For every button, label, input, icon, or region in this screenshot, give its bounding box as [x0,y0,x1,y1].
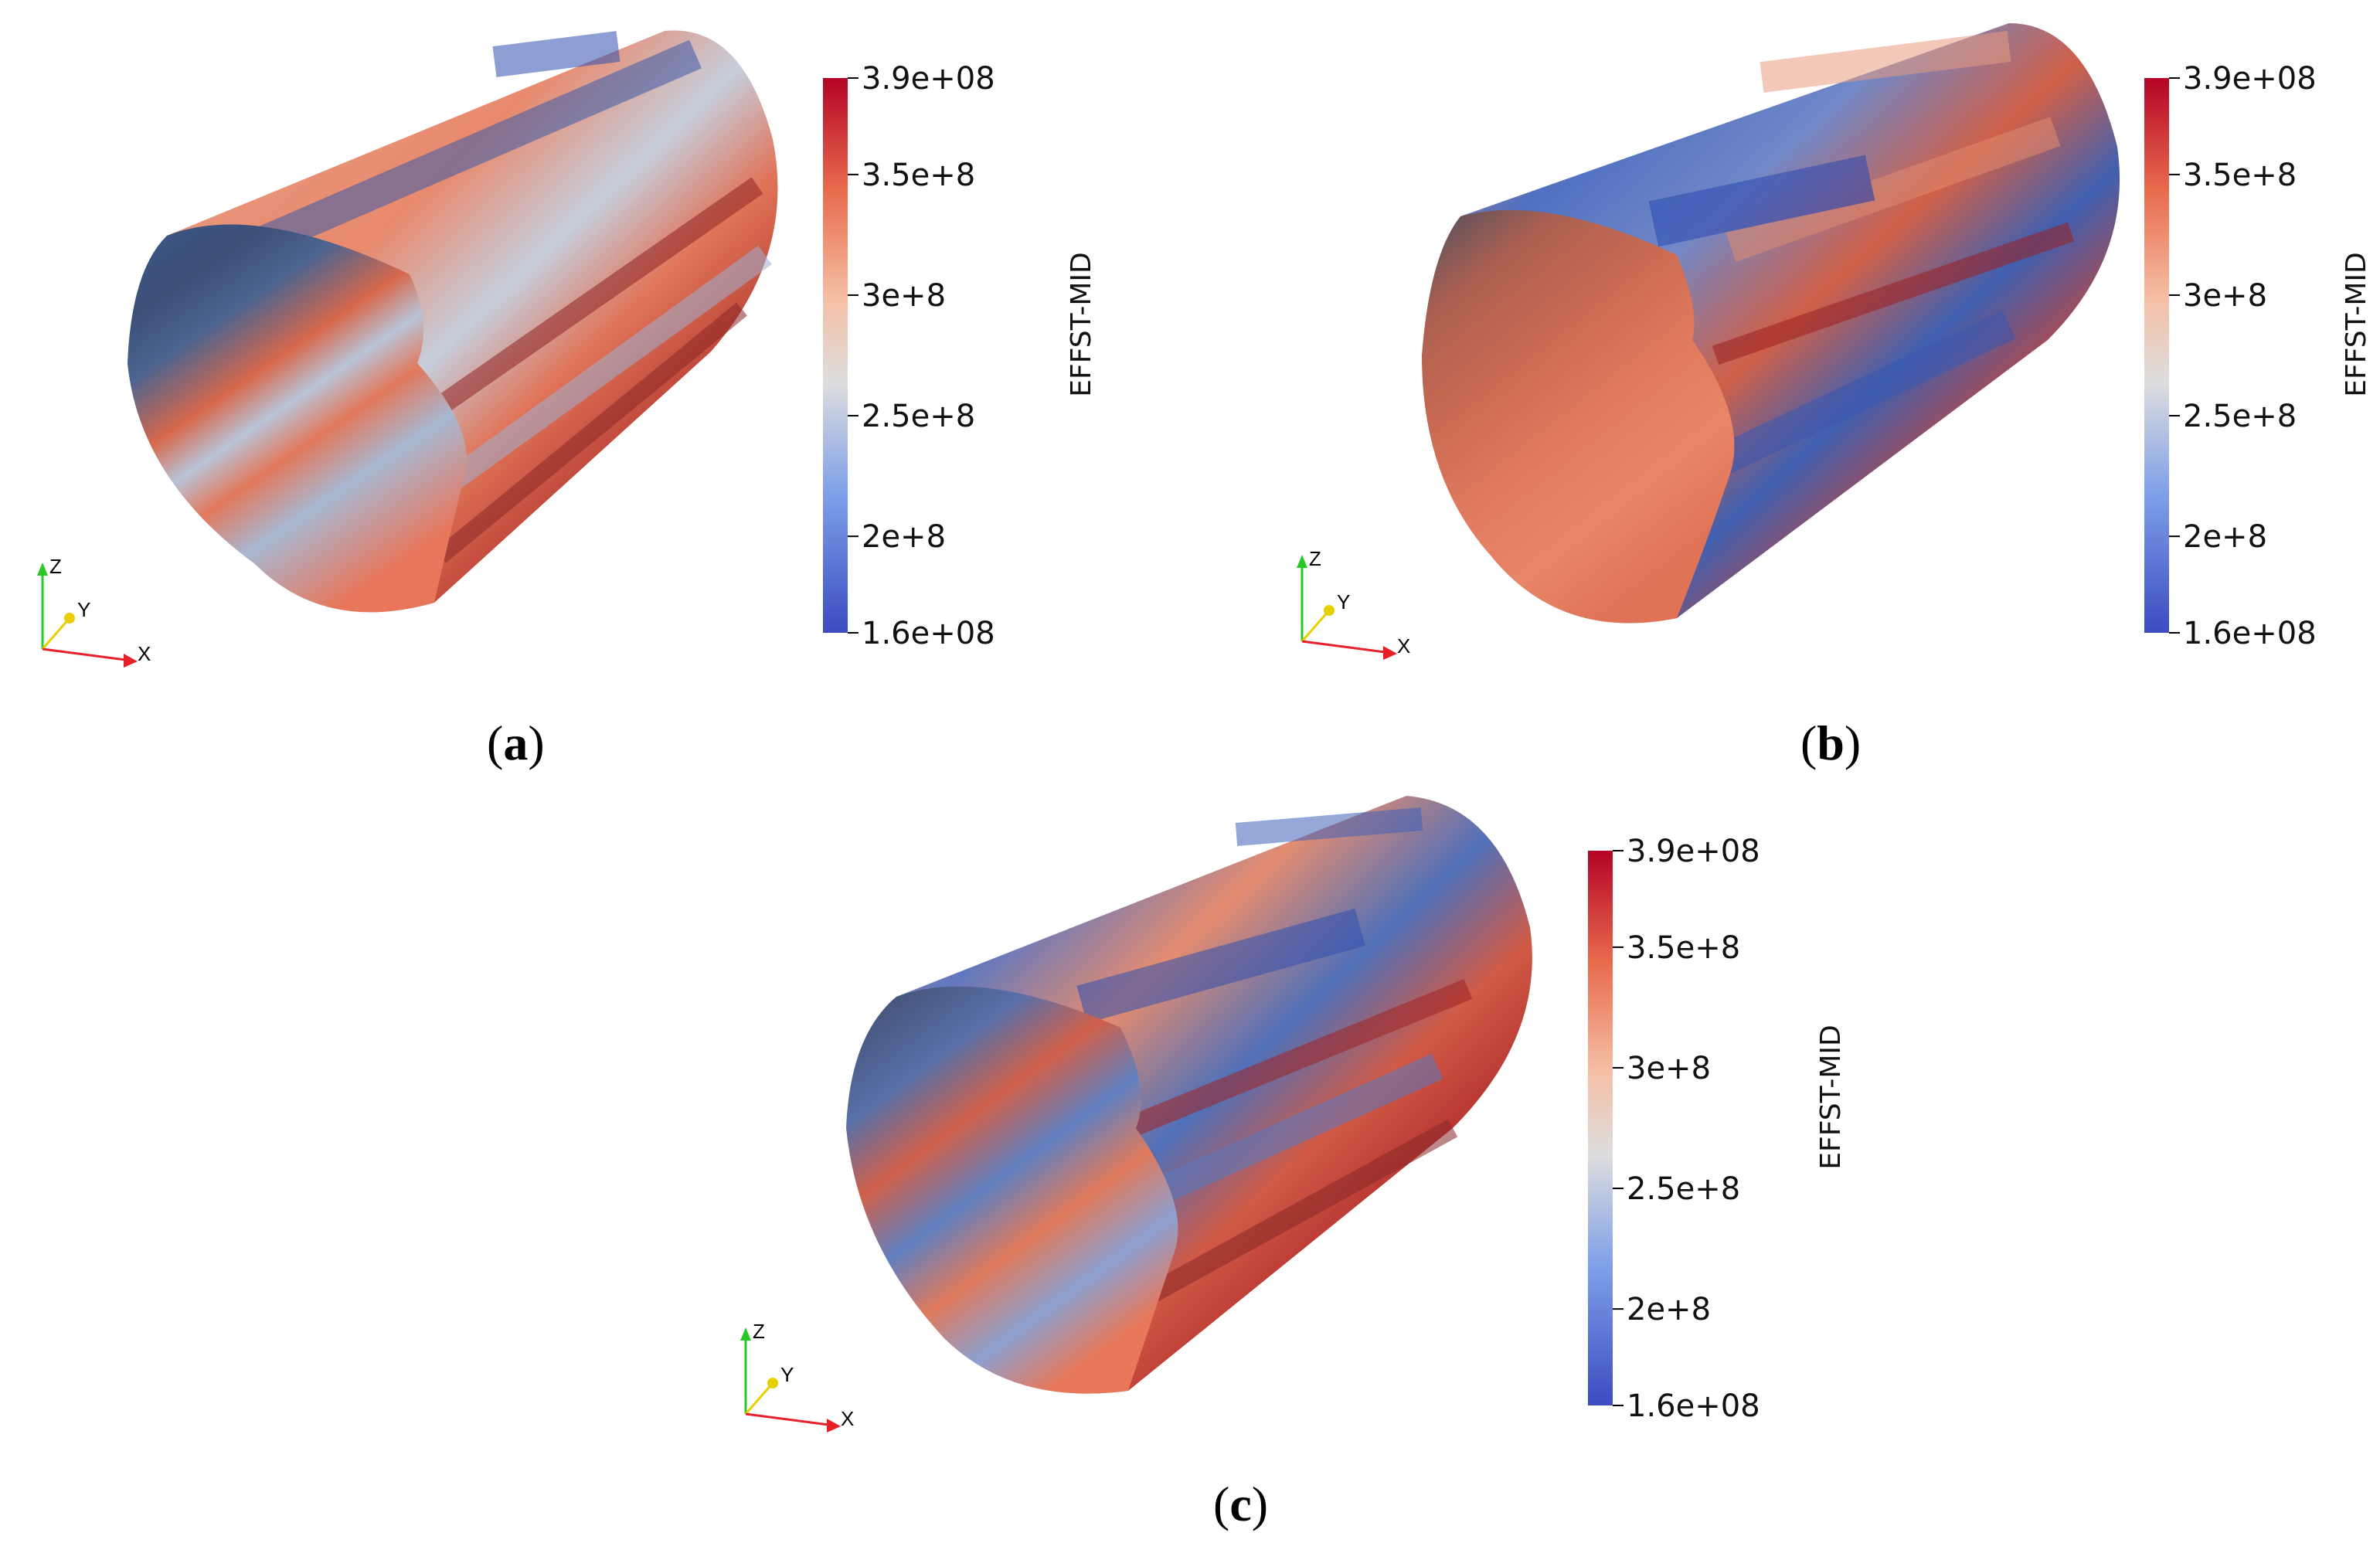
stress-streaks [226,31,772,563]
colorbar-title: EFFST-MID [1815,1025,1847,1169]
colorbar-tick-label: 1.6e+08 [2183,616,2317,651]
x-label: X [841,1407,854,1430]
z-label: Z [49,555,62,578]
stress-streaks [1076,807,1473,1307]
z-label: Z [753,1320,765,1343]
x-arrow-icon [827,1419,841,1433]
axis-triad: Z Y X [1297,547,1410,660]
stress-streaks [1648,31,2075,478]
y-label: Y [77,598,90,621]
x-arrow-icon [1383,646,1397,660]
z-arrow-icon [1297,555,1307,568]
panel-c: Z Y X 3.9e+08 3.5e+8 3e+8 2.5e+8 2e+8 1.6e+08… [695,773,1855,1560]
panel-caption: (c) [1213,1477,1269,1531]
colorbar-tick-label: 3.5e+8 [1627,930,1740,966]
colorbar-tick-label: 2.5e+8 [862,399,975,434]
colorbar-tick-label: 3.9e+08 [2183,61,2317,97]
colorbar-tick-label: 3e+8 [2183,278,2267,314]
z-arrow-icon [37,562,48,576]
colorbar-tick-label: 2.5e+8 [2183,399,2297,434]
colorbar-gradient [823,78,848,633]
colorbar-tick-label: 1.6e+08 [1627,1388,1760,1424]
colorbar-tick-label: 3e+8 [862,278,946,314]
cross-section-face [1422,209,1735,624]
colorbar-tick-label: 3e+8 [1627,1051,1711,1086]
colorbar-tick-label: 3.5e+8 [2183,158,2297,193]
cross-section-face [128,224,467,613]
panel-a: Z Y X 3.9e+08 3.5e+8 3e+8 2.5e+8 2e+8 1.6e+08… [0,0,1190,773]
y-dot-icon [1324,605,1334,616]
colorbar-svg: 3.9e+08 3.5e+8 3e+8 2.5e+8 2e+8 1.6e+08 EFFST-… [2144,61,2372,651]
axis-triad: Z Y X [37,555,151,668]
x-label: X [1397,634,1410,658]
z-arrow-icon [740,1327,751,1341]
cylinder-render [128,30,778,613]
colorbar-tick-label: 3.9e+08 [862,61,995,97]
colorbar-tick-label: 2e+8 [2183,519,2267,555]
colorbar: 3.9e+08 3.5e+8 3e+8 2.5e+8 2e+8 1.6e+08 EFFST-… [2144,61,2376,651]
y-label: Y [1337,590,1350,613]
panel-caption: (b) [1800,715,1862,770]
colorbar: 3.9e+08 3.5e+8 3e+8 2.5e+8 2e+8 1.6e+08 EFFST-… [823,61,1101,651]
panel-b: Z Y X 3.9e+08 3.5e+8 3e+8 2.5e+8 2e+8 1.6e+08… [1297,0,2380,773]
colorbar: 3.9e+08 3.5e+8 3e+8 2.5e+8 2e+8 1.6e+08 EFFST-… [1588,834,1851,1424]
cross-section-face [846,986,1178,1394]
x-label: X [138,642,151,665]
y-label: Y [780,1363,794,1386]
colorbar-gradient [1588,851,1613,1405]
colorbar-tick-label: 2e+8 [1627,1292,1711,1327]
x-arrow-icon [124,654,138,668]
colorbar-tick-label: 2.5e+8 [1627,1171,1740,1207]
colorbar-tick-label: 1.6e+08 [862,616,995,651]
y-dot-icon [767,1378,778,1388]
panel-caption: (a) [487,715,545,770]
colorbar-tick-label: 3.5e+8 [862,158,975,193]
cylinder-render [846,796,1532,1394]
z-label: Z [1309,547,1321,570]
colorbar-svg: 3.9e+08 3.5e+8 3e+8 2.5e+8 2e+8 1.6e+08 EFFST-… [1588,834,1847,1424]
colorbar-tick-label: 3.9e+08 [1627,834,1760,869]
colorbar-title: EFFST-MID [1066,252,1097,396]
colorbar-tick-label: 2e+8 [862,519,946,555]
colorbar-title: EFFST-MID [2341,252,2372,396]
colorbar-gradient [2144,78,2169,633]
colorbar-svg: 3.9e+08 3.5e+8 3e+8 2.5e+8 2e+8 1.6e+08 EFFST-… [823,61,1097,651]
cylinder-render [1422,23,2120,624]
y-dot-icon [64,613,75,624]
axis-triad: Z Y X [740,1320,854,1433]
